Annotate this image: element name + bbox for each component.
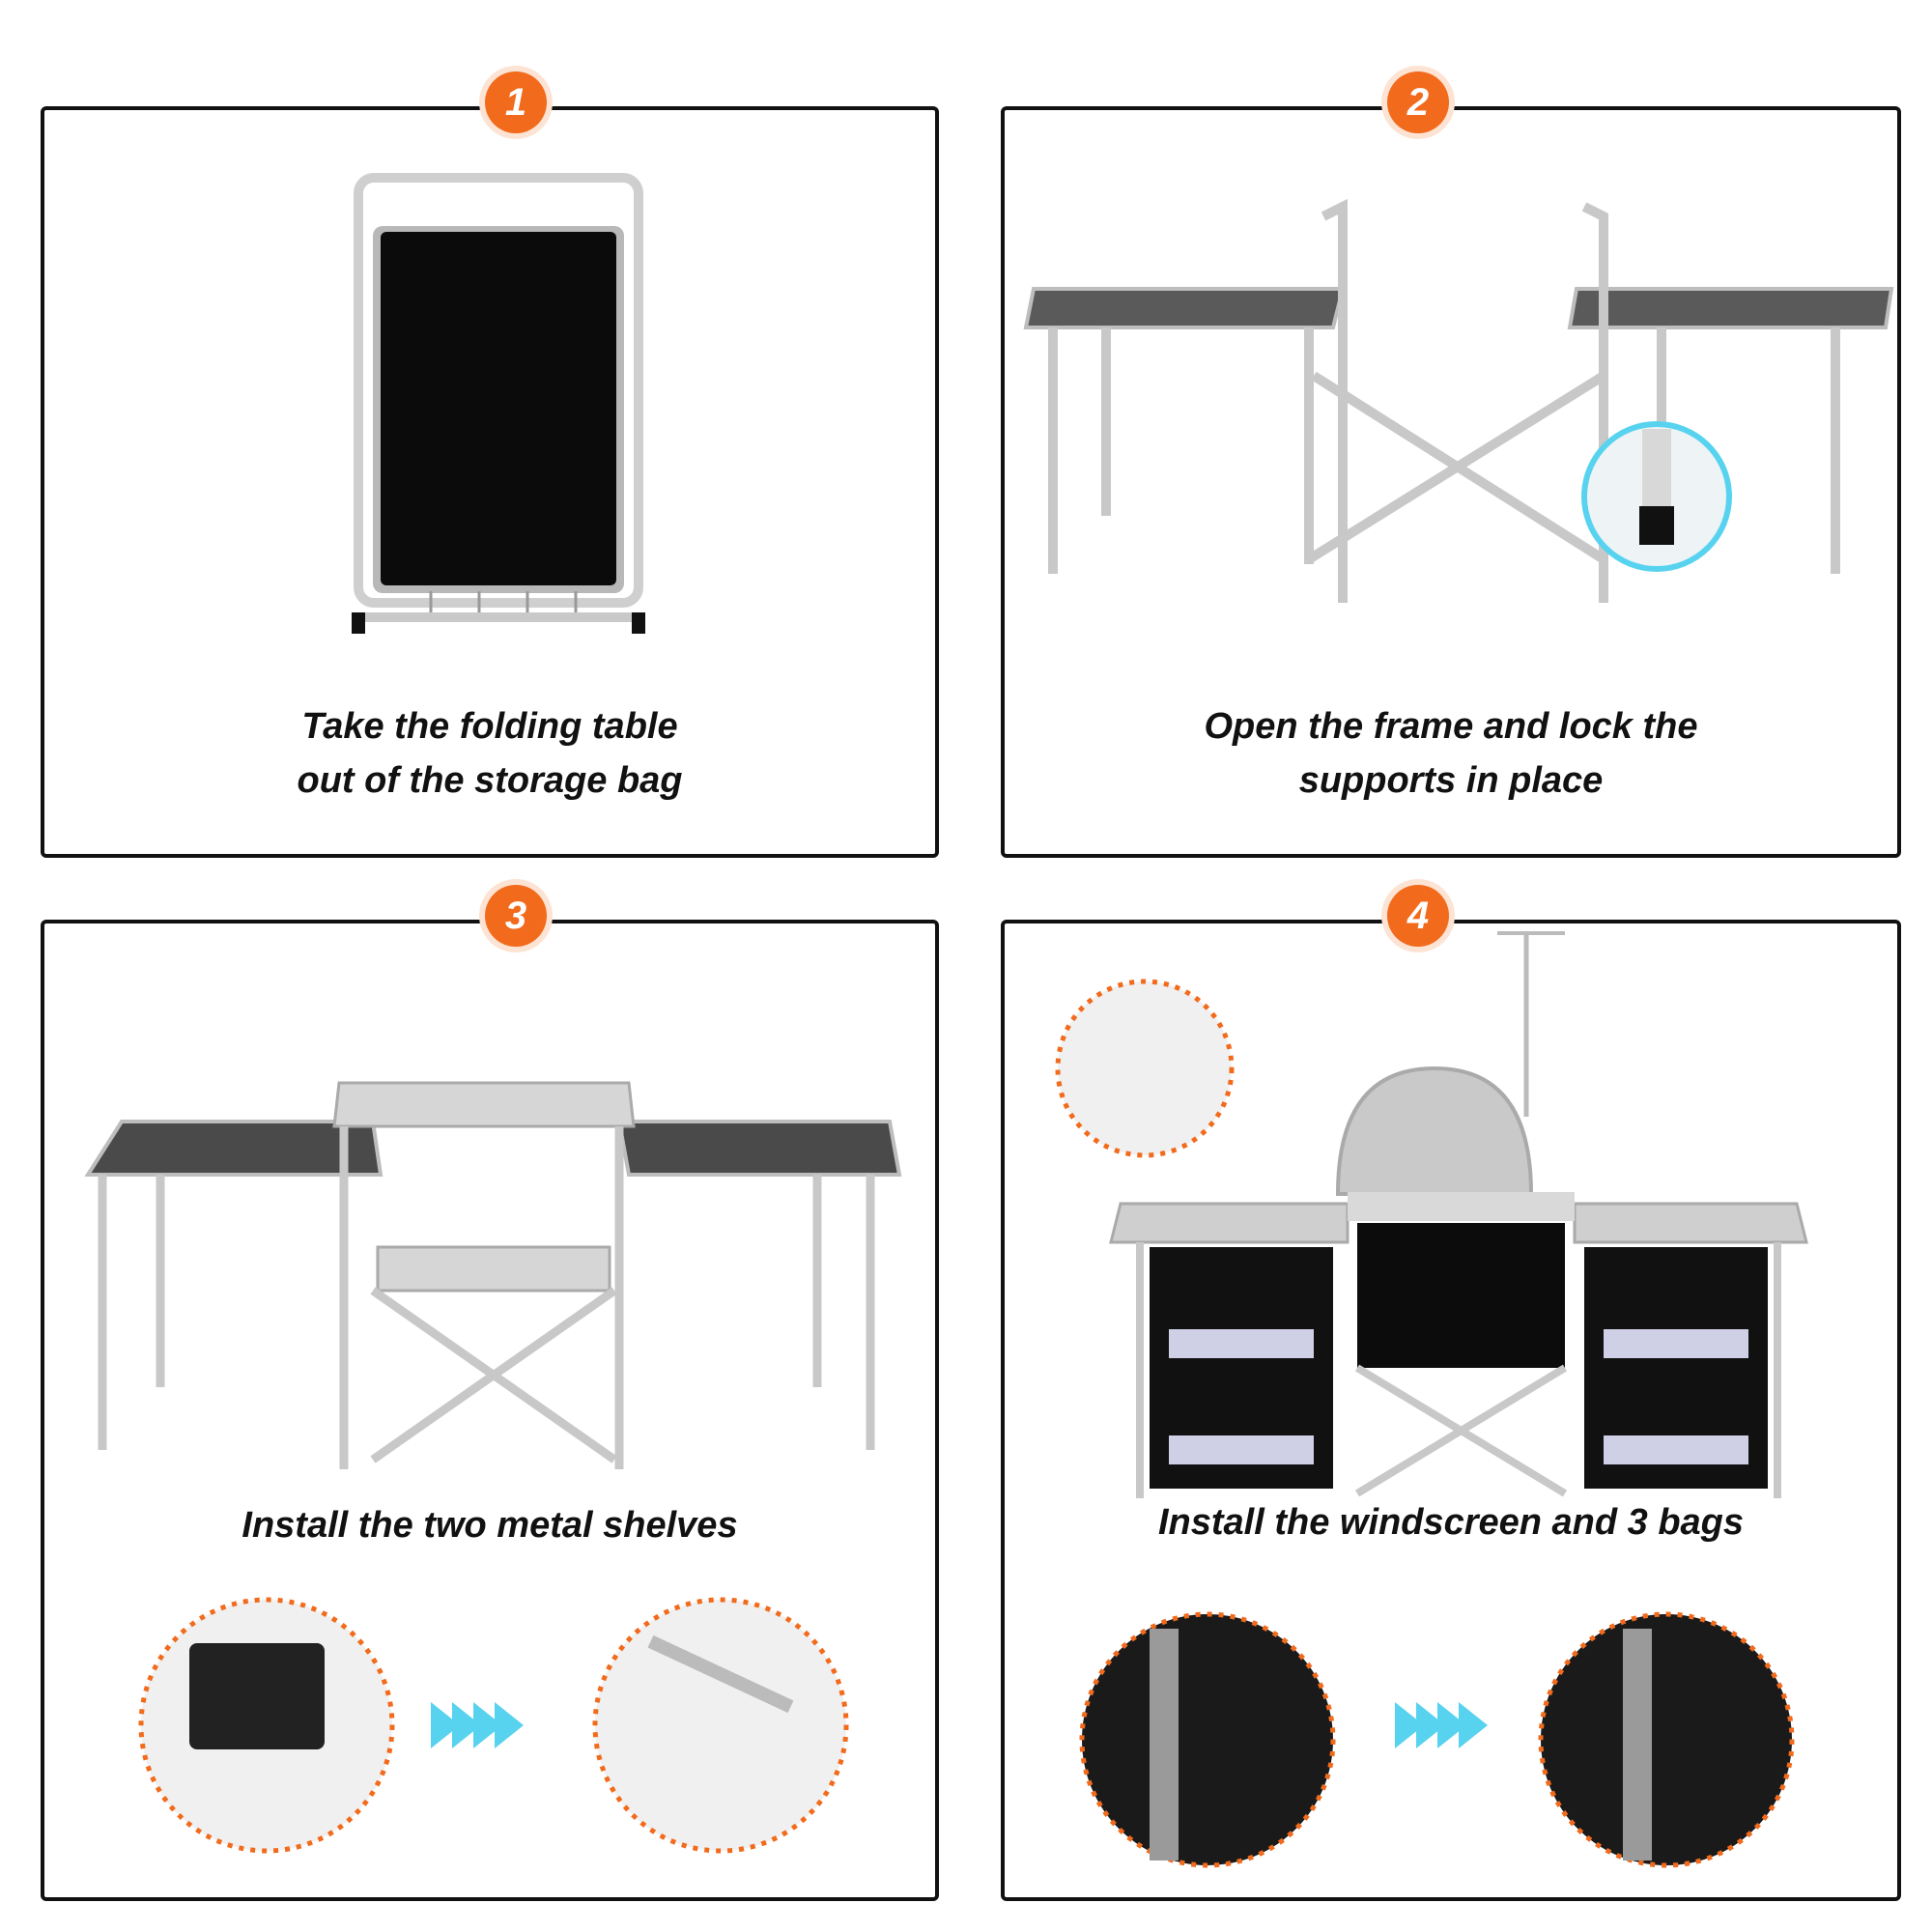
- step-1-caption-line-2: out of the storage bag: [297, 760, 683, 801]
- step-1-caption: Take the folding table out of the storag…: [44, 699, 935, 808]
- step-2-caption-line-1: Open the frame and lock the: [1204, 706, 1698, 747]
- chevron-arrows-icon: [1395, 1702, 1488, 1748]
- step-3-caption-line-1: Install the two metal shelves: [242, 1505, 738, 1546]
- step-4-caption-line-1: Install the windscreen and 3 bags: [1157, 1502, 1745, 1543]
- step-1-badge: 1: [485, 71, 547, 133]
- table-with-shelves-image: [84, 1081, 902, 1854]
- step-2-panel: 2 Open the frame and lock the supports i…: [1001, 71, 1901, 858]
- step-1-caption-line-1: Take the folding table: [301, 706, 678, 747]
- folded-table-image: [352, 173, 645, 634]
- open-frame-image: [1023, 198, 1894, 603]
- table-with-windscreen-and-bags-image: [1055, 931, 1808, 1868]
- step-4-panel: 4 Install the windscreen and 3 bags: [1001, 885, 1901, 1901]
- step-2-caption: Open the frame and lock the supports in …: [1005, 699, 1897, 808]
- step-3-panel: 3 Install the two metal shelves: [41, 885, 939, 1901]
- chevron-arrows-icon: [431, 1702, 524, 1748]
- step-4-caption: Install the windscreen and 3 bags: [1005, 1495, 1897, 1549]
- step-3-badge: 3: [485, 885, 547, 947]
- step-3-caption: Install the two metal shelves: [44, 1498, 935, 1552]
- step-1-panel: 1 Take the folding table out of the stor…: [41, 71, 939, 858]
- step-2-badge: 2: [1387, 71, 1449, 133]
- step-4-badge: 4: [1387, 885, 1449, 947]
- step-2-caption-line-2: supports in place: [1298, 760, 1604, 801]
